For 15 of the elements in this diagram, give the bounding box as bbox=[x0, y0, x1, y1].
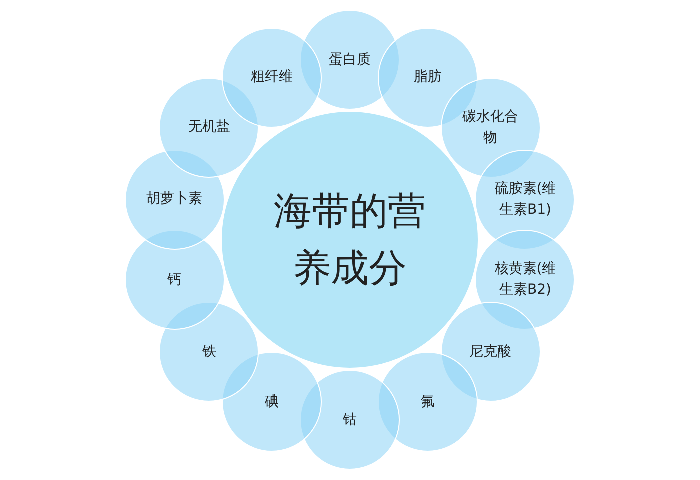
item-label: 氟 bbox=[421, 392, 436, 412]
item-label: 硫胺素(维生素B1) bbox=[494, 180, 558, 220]
item-label: 铁 bbox=[202, 342, 216, 362]
item-label: 钙 bbox=[168, 270, 182, 290]
item-label: 碘 bbox=[264, 392, 279, 412]
item-label: 粗纤维 bbox=[250, 68, 293, 88]
item-label: 尼克酸 bbox=[470, 342, 512, 362]
item-label: 碳水化合物 bbox=[462, 108, 520, 148]
item-label: 无机盐 bbox=[188, 118, 230, 138]
item-label: 胡萝卜素 bbox=[146, 190, 202, 210]
item-label: 蛋白质 bbox=[329, 50, 371, 70]
item-label: 脂肪 bbox=[414, 68, 442, 88]
title-text: 海带的营养成分 bbox=[273, 188, 427, 292]
item-label: 钴 bbox=[343, 410, 357, 430]
item-label: 核黄素(维生素B2) bbox=[494, 260, 558, 300]
